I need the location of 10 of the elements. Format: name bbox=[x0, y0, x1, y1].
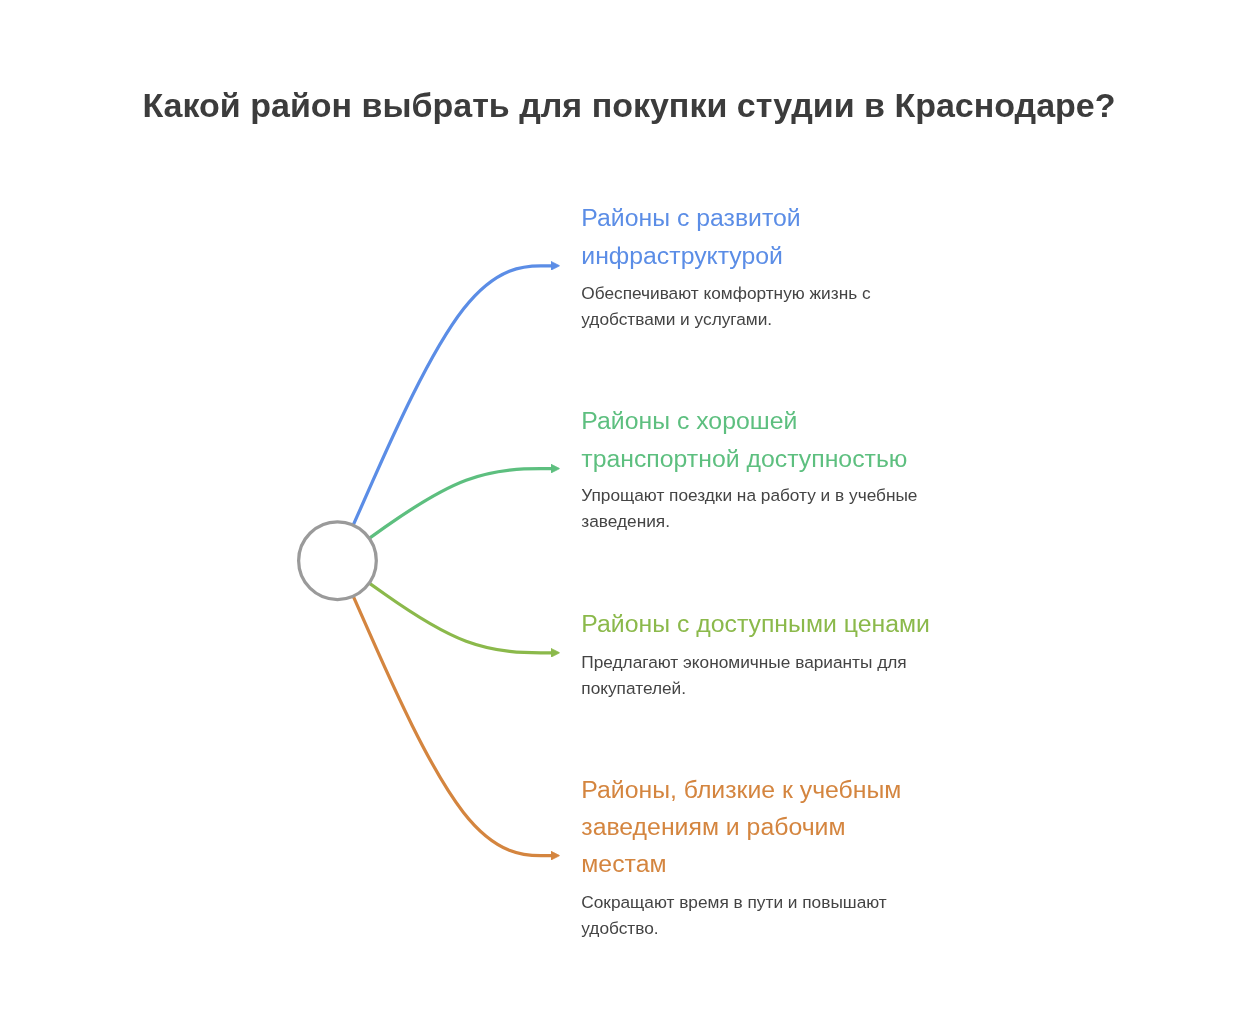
arrow bbox=[351, 261, 561, 526]
node-text: Районы с доступными ценами Предлагают экономичные варианты для покупателей. bbox=[581, 609, 931, 697]
node-circle bbox=[297, 520, 379, 602]
arrow bbox=[368, 463, 561, 540]
title: Какой район выбрать для покупки студии в Краснодаре? bbox=[142, 86, 1116, 125]
node-text: Районы с хорошей транспортной доступностью Упрощают поездки на работу и в учебные заведения. bbox=[581, 406, 918, 531]
arrow bbox=[368, 581, 561, 658]
node-text: Районы с развитой инфраструктурой Обеспечивают комфортную жизнь с удобствами и услугами. bbox=[581, 203, 871, 328]
node-text: Районы, близкие к учебным заведениям и рабочим местам Сокращают время в пути и повышают удобство. bbox=[581, 774, 902, 937]
arrow bbox=[351, 595, 561, 861]
